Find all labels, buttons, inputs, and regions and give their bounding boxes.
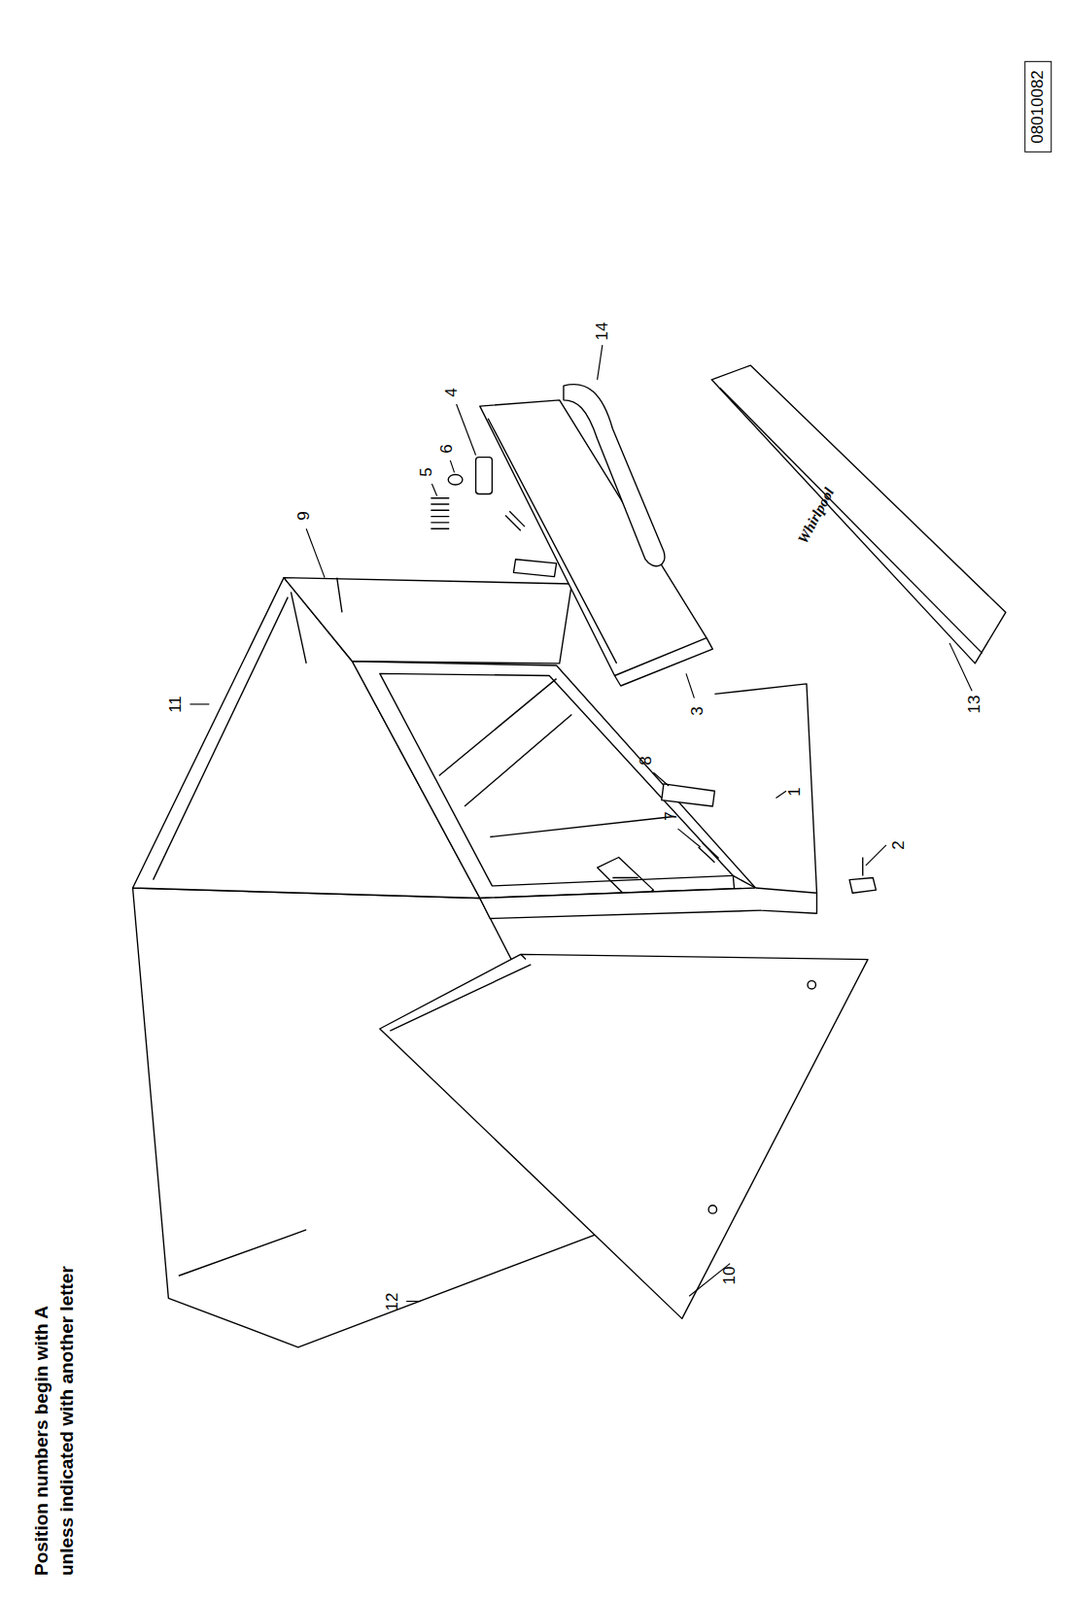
side-panel	[379, 954, 868, 1319]
hinge-pin	[698, 843, 720, 863]
washer	[448, 475, 463, 486]
callout-number: 13	[965, 694, 986, 714]
hinge-bracket	[513, 559, 556, 578]
callout-number: 1	[786, 788, 806, 797]
front-panel	[711, 365, 1006, 664]
drawing-number: 08010082	[1025, 61, 1053, 153]
note-text: Position numbers begin with A	[31, 1306, 53, 1577]
callout-number: 5	[416, 468, 437, 478]
note-text: unless indicated with another letter	[56, 1266, 78, 1577]
callout-number: 10	[720, 1267, 740, 1286]
callout-number: 11	[166, 695, 186, 714]
callout-number: 3	[688, 707, 708, 717]
spring	[430, 498, 449, 530]
foot	[849, 858, 876, 895]
latch	[476, 457, 493, 495]
callout-number: 4	[443, 388, 463, 398]
side-panel	[283, 578, 572, 664]
callout-number: 9	[294, 511, 314, 520]
cabinet-frame	[351, 661, 756, 899]
cabinet-opening	[379, 673, 734, 887]
callout-number: 8	[636, 756, 656, 765]
callout-number: 12	[383, 1292, 404, 1311]
callout-number: 2	[889, 840, 909, 850]
hinge-bracket	[661, 784, 716, 807]
handle	[563, 384, 665, 567]
callout-number: 14	[592, 322, 613, 342]
door-panel	[480, 400, 707, 677]
hinge-pin	[505, 511, 525, 531]
callout-number: 7	[662, 812, 683, 822]
callout-number: 6	[437, 445, 457, 454]
